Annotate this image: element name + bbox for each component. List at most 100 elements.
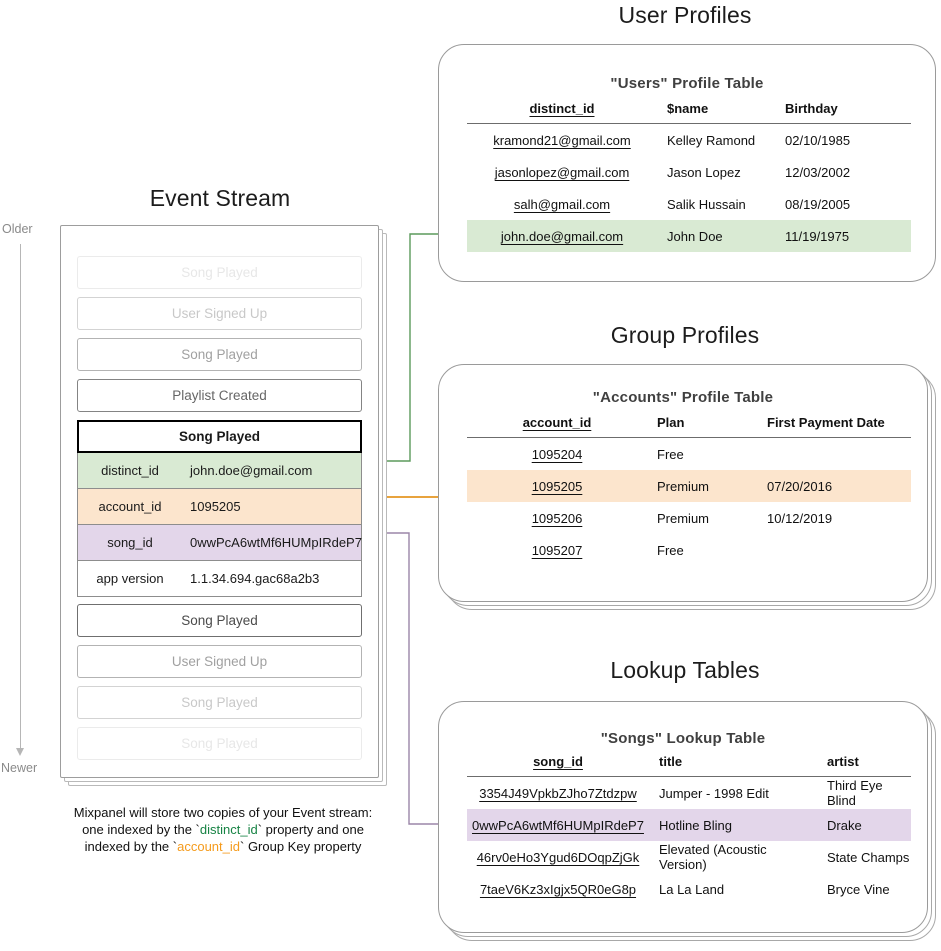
event-stream-panel: Song Played User Signed Up Song Played P…	[60, 225, 379, 778]
users-table: distinct_id $name Birthday kramond21@gma…	[467, 101, 911, 252]
cell-name: Salik Hussain	[667, 196, 746, 212]
timeline-label-older: Older	[2, 222, 33, 236]
timeline-arrow-icon	[16, 748, 24, 756]
event-card[interactable]: Song Played	[77, 686, 362, 719]
caption-text: one indexed by the `	[82, 822, 200, 837]
column-header-plan: Plan	[657, 415, 685, 430]
event-property-account-id[interactable]: account_id 1095205	[77, 489, 362, 525]
caption-text: indexed by the `	[84, 839, 178, 854]
cell-plan: Premium	[657, 510, 710, 526]
event-stream-caption: Mixpanel will store two copies of your E…	[38, 804, 408, 855]
table-row[interactable]: 3354J49VpkbZJho7Ztdzpw Jumper - 1998 Edi…	[467, 777, 911, 810]
property-value: john.doe@gmail.com	[190, 463, 313, 478]
cell-birthday: 02/10/1985	[785, 132, 851, 148]
caption-line-3: indexed by the `account_id` Group Key pr…	[38, 838, 408, 855]
property-key: song_id	[107, 535, 153, 550]
table-row[interactable]: 46rv0eHo3Ygud6DOqpZjGk Elevated (Acousti…	[467, 841, 911, 873]
cell-distinct-id: jasonlopez@gmail.com	[494, 164, 630, 180]
table-row[interactable]: kramond21@gmail.com Kelley Ramond 02/10/…	[467, 124, 911, 157]
lookup-tables-title: Lookup Tables	[610, 657, 760, 683]
event-card[interactable]: Song Played	[77, 338, 362, 371]
event-property-distinct-id[interactable]: distinct_id john.doe@gmail.com	[77, 453, 362, 489]
caption-text: ` property and one	[257, 822, 364, 837]
event-card[interactable]: Playlist Created	[77, 379, 362, 412]
table-row[interactable]: 1095204 Free	[467, 438, 911, 471]
table-row-highlighted[interactable]: 0wwPcA6wtMf6HUMpIRdeP7 Hotline Bling Dra…	[467, 809, 911, 841]
caption-token-distinct-id: distinct_id	[199, 822, 258, 837]
cell-name: Jason Lopez	[667, 164, 741, 180]
table-row[interactable]: 1095207 Free	[467, 534, 911, 566]
accounts-table-title: "Accounts" Profile Table	[592, 389, 774, 406]
cell-first-payment-date: 10/12/2019	[767, 510, 833, 526]
cell-account-id: 1095205	[467, 470, 647, 502]
cell-artist: Third Eye Blind	[827, 778, 883, 808]
accounts-table: account_id Plan First Payment Date 10952…	[467, 415, 911, 566]
event-card[interactable]: User Signed Up	[77, 645, 362, 678]
cell-song-id: 7taeV6Kz3xIgjx5QR0eG8p	[479, 881, 637, 897]
table-row[interactable]: salh@gmail.com Salik Hussain 08/19/2005	[467, 188, 911, 220]
property-key: account_id	[98, 499, 162, 514]
column-header-title: title	[659, 754, 683, 769]
cell-name: Kelley Ramond	[667, 132, 756, 148]
property-value: 1.1.34.694.gac68a2b3	[190, 571, 320, 586]
caption-line-2: one indexed by the `distinct_id` propert…	[38, 821, 408, 838]
header-rule	[467, 437, 911, 438]
timeline-label-newer: Newer	[1, 761, 38, 775]
timeline-axis-line	[20, 244, 21, 750]
cell-distinct-id: kramond21@gmail.com	[493, 132, 631, 148]
table-row[interactable]: 1095206 Premium 10/12/2019	[467, 502, 911, 534]
event-property-app-version[interactable]: app version 1.1.34.694.gac68a2b3	[77, 561, 362, 597]
table-row-highlighted[interactable]: john.doe@gmail.com John Doe 11/19/1975	[467, 220, 911, 252]
cell-artist: Drake	[817, 809, 911, 841]
cell-birthday: 12/03/2002	[785, 164, 851, 180]
column-header-song-id: song_id	[533, 754, 583, 769]
event-card[interactable]: User Signed Up	[77, 297, 362, 330]
cell-birthday: 08/19/2005	[785, 196, 851, 212]
cell-title: La La Land	[659, 881, 725, 897]
event-property-song-id[interactable]: song_id 0wwPcA6wtMf6HUMpIRdeP7	[77, 525, 362, 561]
cell-title: Elevated (Acoustic Version)	[659, 842, 767, 872]
column-header-birthday: Birthday	[785, 101, 838, 116]
event-card[interactable]: Song Played	[77, 256, 362, 289]
header-rule	[467, 123, 911, 124]
property-value: 1095205	[190, 499, 241, 514]
header-rule	[467, 776, 911, 777]
table-row[interactable]: 7taeV6Kz3xIgjx5QR0eG8p La La Land Bryce …	[467, 873, 911, 905]
accounts-table-header-row: account_id Plan First Payment Date	[467, 415, 911, 437]
cell-first-payment-date: 07/20/2016	[757, 470, 911, 502]
caption-token-account-id: account_id	[177, 839, 240, 854]
users-table-title: "Users" Profile Table	[610, 75, 764, 92]
cell-first-payment-date	[757, 438, 911, 471]
cell-title: Jumper - 1998 Edit	[659, 785, 769, 801]
cell-title: Hotline Bling	[649, 809, 817, 841]
accounts-profile-card: "Accounts" Profile Table account_id Plan…	[438, 364, 928, 602]
table-row-highlighted[interactable]: 1095205 Premium 07/20/2016	[467, 470, 911, 502]
group-profiles-title: Group Profiles	[610, 322, 760, 348]
event-card[interactable]: Song Played	[77, 727, 362, 760]
cell-plan: Premium	[647, 470, 757, 502]
songs-table-title: "Songs" Lookup Table	[600, 730, 766, 747]
cell-artist: State Champs	[827, 849, 910, 865]
cell-artist: Bryce Vine	[827, 881, 890, 897]
cell-distinct-id: john.doe@gmail.com	[467, 220, 657, 252]
expanded-event-title: Song Played	[77, 420, 362, 453]
caption-line-1: Mixpanel will store two copies of your E…	[73, 805, 373, 820]
property-key: distinct_id	[101, 463, 159, 478]
cell-first-payment-date	[757, 534, 911, 566]
column-header-artist: artist	[827, 754, 859, 769]
column-header-first-payment-date: First Payment Date	[767, 415, 885, 430]
table-row[interactable]: jasonlopez@gmail.com Jason Lopez 12/03/2…	[467, 156, 911, 188]
property-value: 0wwPcA6wtMf6HUMpIRdeP7	[190, 535, 362, 550]
songs-table-header-row: song_id title artist	[467, 754, 911, 776]
user-profiles-title: User Profiles	[618, 2, 752, 28]
cell-plan: Free	[657, 542, 684, 558]
event-card[interactable]: Song Played	[77, 604, 362, 637]
cell-birthday: 11/19/1975	[775, 220, 911, 252]
column-header-distinct-id: distinct_id	[529, 101, 595, 116]
cell-plan: Free	[657, 446, 684, 462]
users-table-header-row: distinct_id $name Birthday	[467, 101, 911, 123]
songs-table: song_id title artist 3354J49VpkbZJho7Ztd…	[467, 754, 911, 905]
cell-account-id: 1095206	[531, 510, 583, 526]
expanded-event-card[interactable]: Song Played distinct_id john.doe@gmail.c…	[77, 420, 362, 597]
caption-text: ` Group Key property	[240, 839, 362, 854]
